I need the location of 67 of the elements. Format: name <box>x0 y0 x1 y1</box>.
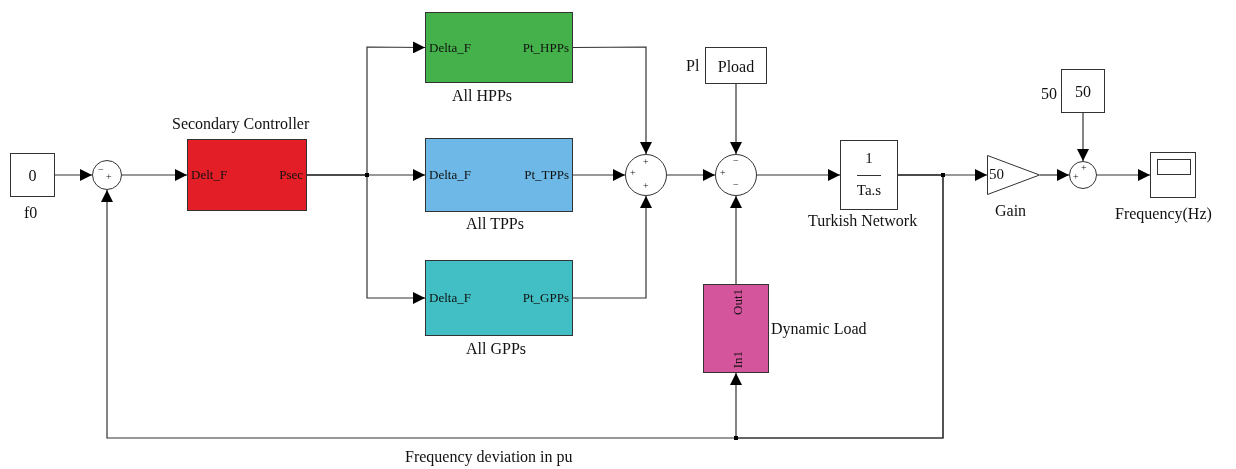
sign-label: + <box>106 172 112 182</box>
sign-label: + <box>643 181 649 191</box>
sign-label: + <box>643 157 649 167</box>
signal-arrow <box>572 195 652 299</box>
signal-arrow <box>572 46 652 155</box>
constant-value: Pload <box>716 58 756 75</box>
sign-label: − <box>733 180 739 190</box>
block-name: Dynamic Load <box>771 321 867 337</box>
box-block <box>1150 152 1196 198</box>
gain-block <box>987 155 1040 195</box>
sign-label: − <box>733 156 739 166</box>
transfer-function-block <box>840 140 898 210</box>
signal-arrow <box>572 169 626 181</box>
constant-value: 0 <box>27 168 38 184</box>
block-name: 50 <box>1041 86 1057 102</box>
port-label: Delta_F <box>429 40 471 54</box>
block-name: All GPPs <box>466 341 527 357</box>
subsystem-block <box>425 260 573 336</box>
sign-label: − <box>98 165 104 175</box>
sign-label: + <box>1081 163 1087 173</box>
port-label: Delta_F <box>429 291 471 304</box>
sum-circle <box>715 154 757 196</box>
port-label: In1 <box>731 350 744 368</box>
signal-arrow <box>54 169 93 181</box>
sum-circle <box>1069 161 1097 189</box>
subsystem-block <box>187 139 307 211</box>
signal-label: Frequency deviation in pu <box>405 449 573 465</box>
block-name: Turkish Network <box>808 213 918 229</box>
port-label: Delta_F <box>429 168 471 181</box>
signal-arrow <box>1039 169 1070 181</box>
signal-arrow <box>730 174 944 439</box>
sign-label: + <box>1073 172 1079 182</box>
gain-value: 50 <box>989 167 1004 182</box>
block-name: All TPPs <box>466 216 524 232</box>
block-name: Gain <box>995 203 1027 219</box>
signal-arrow <box>1096 169 1151 181</box>
signal-arrow <box>756 169 841 181</box>
block-name: All HPPs <box>452 88 513 104</box>
port-label: Pt_TPPs <box>524 168 569 181</box>
constant-value: 50 <box>1074 84 1092 100</box>
sign-label: + <box>720 168 726 178</box>
constant-block <box>705 47 767 84</box>
signal-arrow <box>121 169 188 181</box>
port-label: Out1 <box>731 289 744 315</box>
signal-arrow <box>730 83 742 155</box>
port-label: Delt_F <box>191 168 228 181</box>
constant-block <box>10 153 55 197</box>
block-name: Pl <box>686 58 700 74</box>
signal-arrow <box>1077 112 1089 162</box>
signal-arrow <box>306 174 426 304</box>
port-label: Psec <box>279 168 303 181</box>
block-name: f0 <box>24 205 38 221</box>
constant-block <box>1061 69 1105 113</box>
sign-label: + <box>630 168 636 178</box>
port-label: Pt_GPPs <box>522 291 569 304</box>
sum-circle <box>625 154 667 196</box>
block-name: Secondary Controller <box>172 116 310 132</box>
denominator-label: Ta.s <box>855 183 883 198</box>
port-label: Pt_HPPs <box>522 40 569 54</box>
sum-circle <box>92 160 122 190</box>
subsystem-block <box>425 12 573 83</box>
block-name: Frequency(Hz) <box>1115 206 1212 222</box>
signal-arrow <box>666 169 716 181</box>
subsystem-block <box>703 284 769 373</box>
numerator-label: 1 <box>864 151 874 166</box>
signal-arrow <box>730 195 742 285</box>
subsystem-block <box>425 138 573 212</box>
